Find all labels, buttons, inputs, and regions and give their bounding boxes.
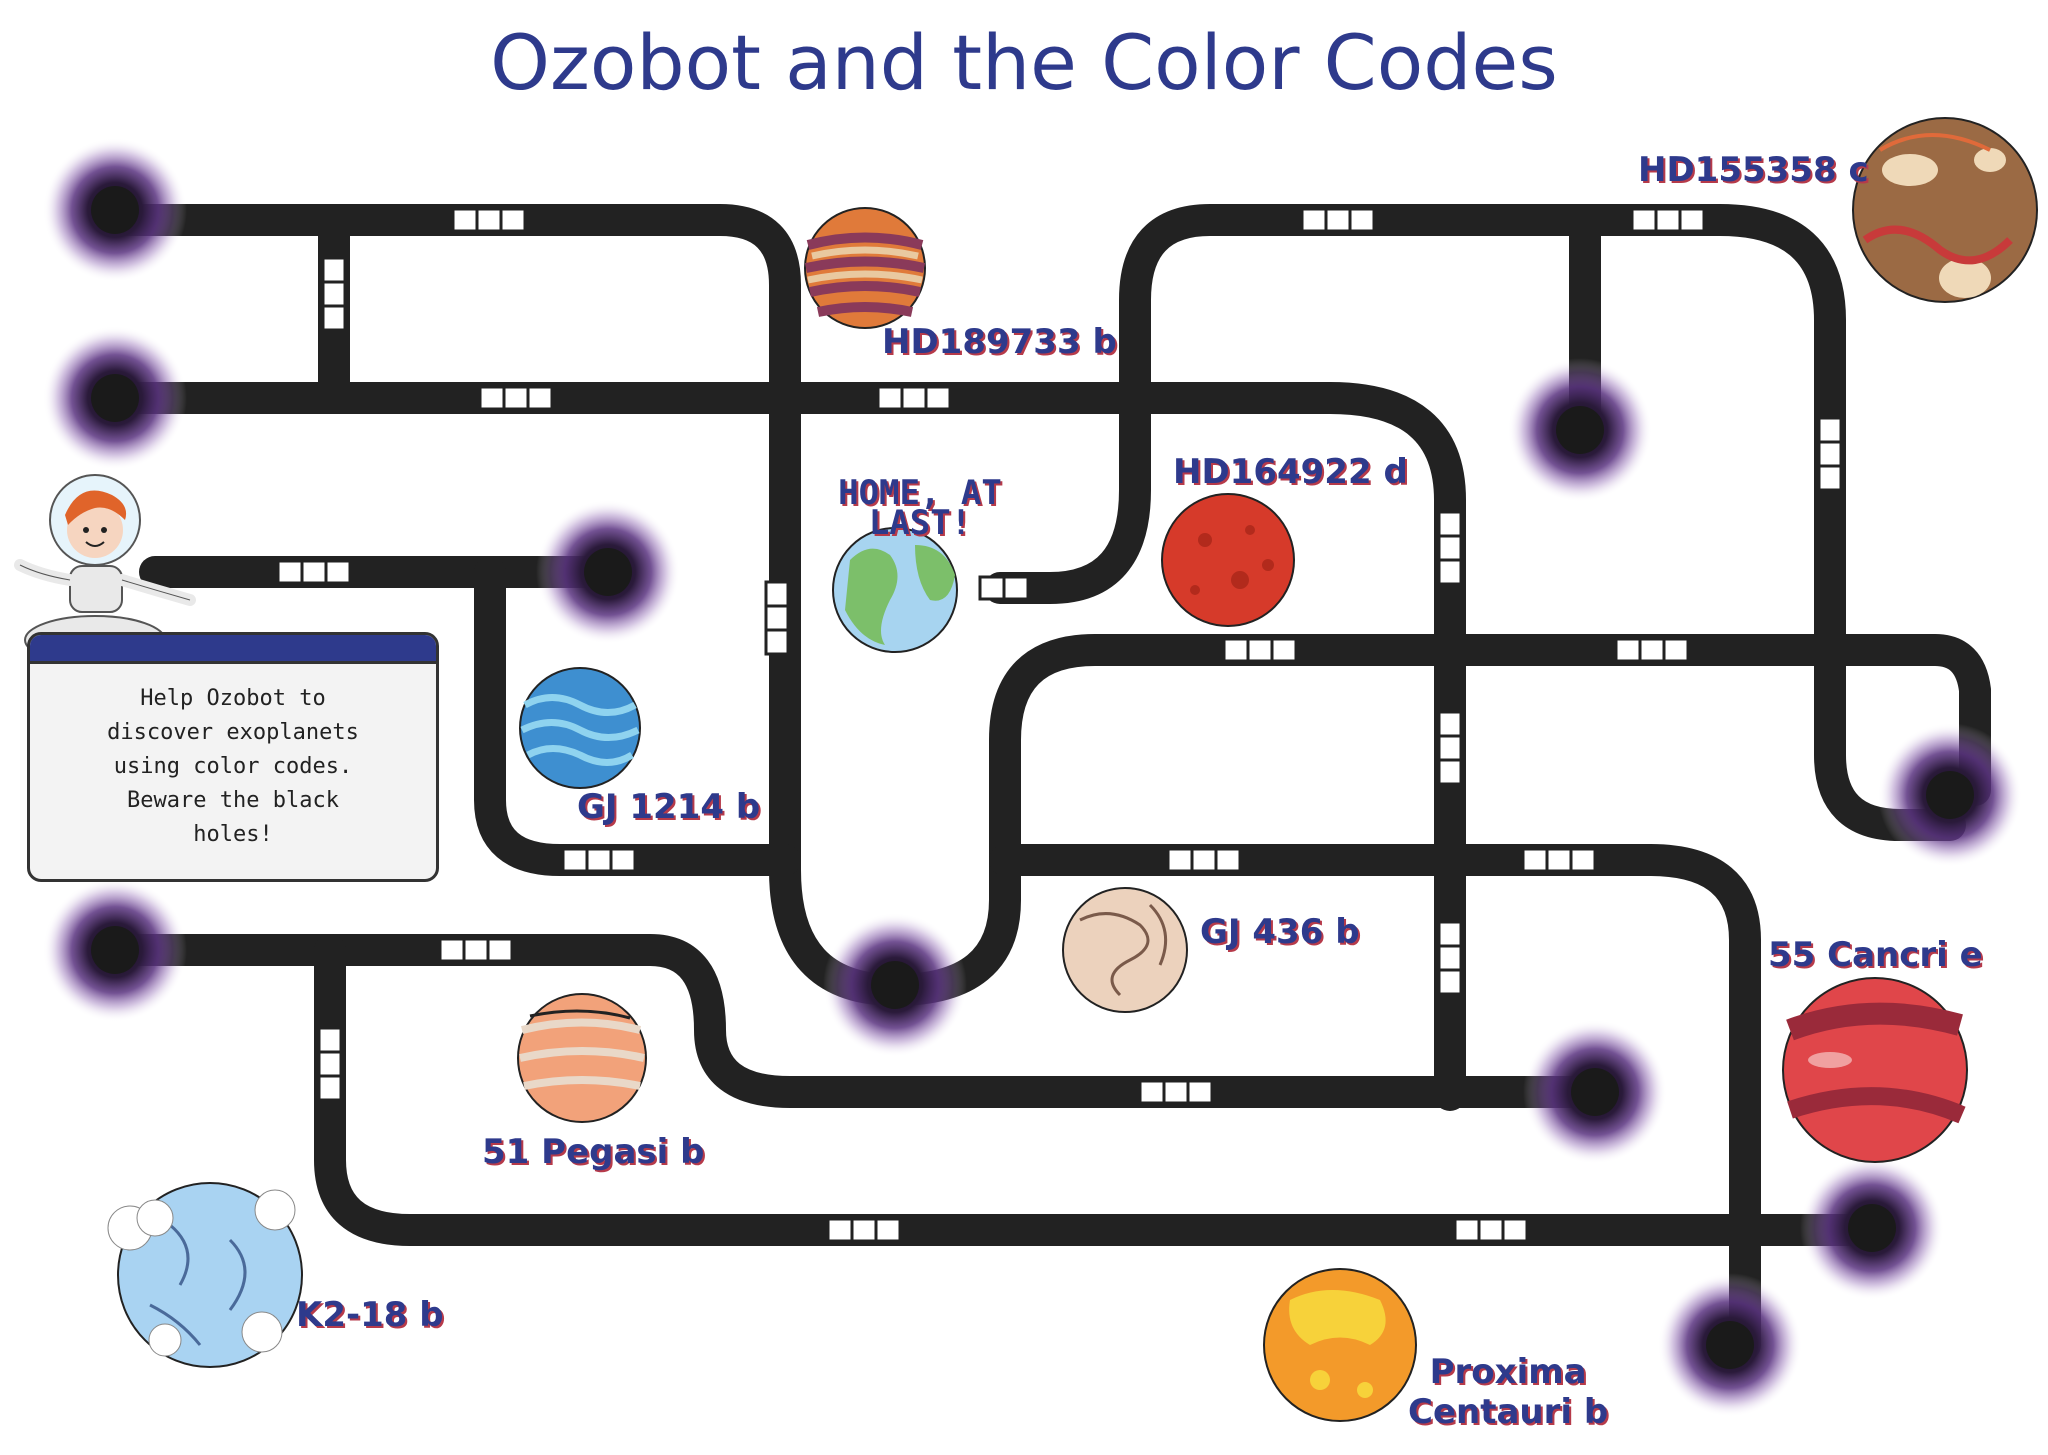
color-code (478, 385, 554, 411)
info-line: holes! (193, 822, 273, 847)
track-home (984, 204, 1966, 841)
black-hole-icon (43, 878, 187, 1022)
page-title: Ozobot and the Color Codes (490, 18, 1558, 107)
info-box-message: Help Ozobot to discover exoplanets using… (30, 664, 436, 852)
track-second (99, 382, 1466, 1111)
blue-wavy-planet-icon (519, 667, 641, 789)
home-label-line1: HOME, AT (838, 473, 1002, 513)
planet-label-hd164922d: HD164922 d (1173, 452, 1408, 492)
black-hole-icon (1878, 723, 2022, 867)
color-code (451, 207, 527, 233)
black-hole-icon (1658, 1273, 1802, 1417)
color-code (826, 1217, 902, 1243)
planet-label-hd189733b: HD189733 b (882, 322, 1117, 362)
earth-icon (832, 527, 958, 653)
planet-label-proxima-centauri-b: Proxima Centauri b (1408, 1352, 1608, 1432)
black-hole-icon (823, 913, 967, 1057)
yellow-orange-planet-icon (1263, 1268, 1417, 1422)
info-box-header-bar (30, 635, 436, 664)
color-code (876, 385, 952, 411)
planet-label-51pegasib: 51 Pegasi b (482, 1132, 705, 1172)
info-line: Help Ozobot to (140, 686, 326, 711)
color-code (1166, 847, 1242, 873)
planet-label-55cancrie: 55 Cancri e (1768, 935, 1983, 975)
planet-label-k218b: K2-18 b (296, 1295, 444, 1335)
color-codes (276, 207, 1843, 1243)
color-code (1630, 207, 1706, 233)
info-line: using color codes. (113, 754, 353, 779)
track-bottom (99, 934, 1606, 1108)
color-code (1300, 207, 1376, 233)
color-code (978, 575, 1030, 601)
track-mid (989, 844, 1761, 1361)
brown-swirl-planet-icon (1852, 117, 2038, 303)
color-code (1138, 1079, 1214, 1105)
color-code (438, 937, 514, 963)
color-code (1453, 1217, 1529, 1243)
black-hole-icon (536, 500, 680, 644)
track-gj1214 (474, 556, 801, 876)
red-cratered-planet-icon (1161, 493, 1295, 627)
black-hole-icon (1508, 358, 1652, 502)
planet-label-gj1214b: GJ 1214 b (577, 787, 761, 827)
home-label-line2: LAST! (868, 503, 972, 543)
track-bottom-left (314, 934, 1886, 1246)
black-holes (43, 138, 2022, 1417)
color-code (317, 1026, 343, 1102)
home-label: HOME, AT LAST! (805, 473, 1035, 543)
orange-striped-planet-icon (517, 993, 647, 1123)
color-code (764, 580, 790, 656)
beige-planet-icon (1062, 887, 1188, 1013)
color-code (276, 559, 352, 585)
color-code (1437, 710, 1463, 786)
striped-planet-icon (804, 207, 926, 329)
color-code (561, 847, 637, 873)
light-blue-cloudy-planet-icon (107, 1182, 303, 1368)
black-hole-icon (1800, 1156, 1944, 1300)
info-line: discover exoplanets (107, 720, 359, 745)
color-code (1817, 416, 1843, 492)
color-code (321, 256, 347, 332)
color-code (1437, 920, 1463, 996)
color-code (1437, 510, 1463, 586)
info-box: Help Ozobot to discover exoplanets using… (27, 632, 439, 882)
black-hole-icon (43, 138, 187, 282)
planet-label-proxima-line2: Centauri b (1408, 1392, 1609, 1432)
planet-label-hd155358c: HD155358 c (1638, 150, 1869, 190)
red-lava-planet-icon (1782, 977, 1968, 1163)
planet-label-gj436b: GJ 436 b (1200, 912, 1360, 952)
planet-label-proxima-line1: Proxima (1429, 1352, 1587, 1392)
color-code (1614, 637, 1690, 663)
black-hole-icon (1523, 1020, 1667, 1164)
color-code (1521, 847, 1597, 873)
black-hole-icon (43, 326, 187, 470)
info-line: Beware the black (127, 788, 339, 813)
color-code (1222, 637, 1298, 663)
